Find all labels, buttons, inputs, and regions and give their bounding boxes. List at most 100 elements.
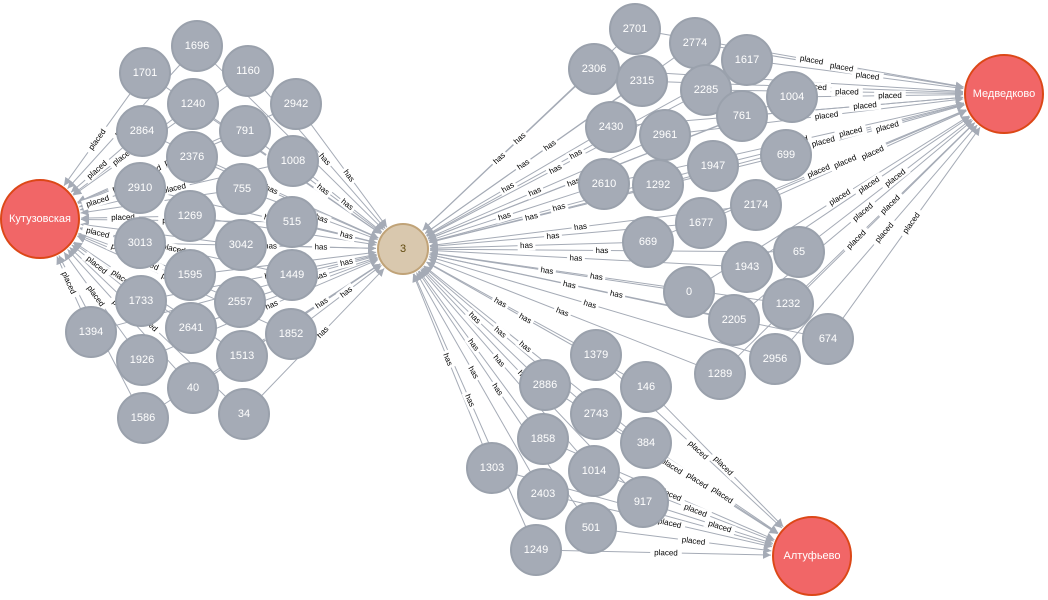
- node-1696[interactable]: 1696: [171, 20, 223, 72]
- node-2701[interactable]: 2701: [609, 3, 661, 55]
- node-674[interactable]: 674: [802, 313, 854, 365]
- node-791[interactable]: 791: [219, 105, 271, 157]
- node-1292[interactable]: 1292: [632, 159, 684, 211]
- node-2430[interactable]: 2430: [585, 101, 637, 153]
- node-1004[interactable]: 1004: [766, 71, 818, 123]
- node-34[interactable]: 34: [218, 388, 270, 440]
- svg-text:has: has: [540, 265, 554, 276]
- node-2743[interactable]: 2743: [570, 388, 622, 440]
- node-1014[interactable]: 1014: [568, 445, 620, 497]
- node-3042[interactable]: 3042: [215, 219, 267, 271]
- node-1586[interactable]: 1586: [117, 392, 169, 444]
- svg-text:has: has: [520, 241, 533, 250]
- node-755[interactable]: 755: [216, 163, 268, 215]
- node-2961[interactable]: 2961: [639, 109, 691, 161]
- node-2205[interactable]: 2205: [708, 294, 760, 346]
- node-2864[interactable]: 2864: [116, 105, 168, 157]
- node-1269[interactable]: 1269: [164, 190, 216, 242]
- hub-node[interactable]: 3: [377, 223, 429, 275]
- node-146[interactable]: 146: [620, 361, 672, 413]
- has-2610-edge-label: has: [494, 208, 515, 224]
- node-515[interactable]: 515: [266, 196, 318, 248]
- node-917[interactable]: 917: [617, 476, 669, 528]
- node-1677[interactable]: 1677: [675, 197, 727, 249]
- has-2942-edge-label: has: [339, 165, 359, 186]
- node-2774[interactable]: 2774: [669, 17, 721, 69]
- node-1303[interactable]: 1303: [466, 442, 518, 494]
- station-node-kutuzovskaya[interactable]: Кутузовская: [0, 179, 80, 259]
- placed-2774-edge-label: placed: [825, 59, 859, 75]
- node-1733[interactable]: 1733: [115, 275, 167, 327]
- node-2886[interactable]: 2886: [519, 359, 571, 411]
- node-2306[interactable]: 2306: [568, 43, 620, 95]
- node-2610[interactable]: 2610: [578, 158, 630, 210]
- node-3013[interactable]: 3013: [114, 217, 166, 269]
- node-1852[interactable]: 1852: [265, 308, 317, 360]
- has-2961-edge-label: has: [524, 183, 546, 200]
- node-699[interactable]: 699: [760, 129, 812, 181]
- node-384[interactable]: 384: [620, 417, 672, 469]
- node-2376[interactable]: 2376: [166, 131, 218, 183]
- node-1513[interactable]: 1513: [216, 330, 268, 382]
- node-2956[interactable]: 2956: [749, 333, 801, 385]
- node-1289[interactable]: 1289: [694, 348, 746, 400]
- svg-text:placed: placed: [85, 193, 110, 209]
- svg-text:placed: placed: [851, 201, 875, 223]
- node-2641[interactable]: 2641: [165, 302, 217, 354]
- has-2403-edge-label: has: [464, 362, 483, 383]
- node-761[interactable]: 761: [716, 90, 768, 142]
- svg-text:placed: placed: [686, 439, 709, 462]
- station-node-medvedkovo[interactable]: Медведково: [964, 54, 1044, 134]
- node-1449[interactable]: 1449: [266, 249, 318, 301]
- svg-text:has: has: [562, 279, 577, 291]
- svg-text:placed: placed: [814, 110, 838, 122]
- node-1617[interactable]: 1617: [721, 34, 773, 86]
- svg-text:has: has: [574, 222, 588, 233]
- node-501[interactable]: 501: [565, 502, 617, 554]
- placed-1008-edge-label: placed: [157, 179, 191, 197]
- node-2315[interactable]: 2315: [616, 55, 668, 107]
- svg-text:has: has: [546, 231, 560, 241]
- node-1160[interactable]: 1160: [222, 45, 274, 97]
- has-2285-edge-label: has: [545, 160, 566, 178]
- svg-text:has: has: [596, 246, 609, 255]
- has-1943-edge-label: has: [566, 252, 586, 264]
- node-2942[interactable]: 2942: [270, 78, 322, 130]
- node-65[interactable]: 65: [773, 226, 825, 278]
- node-1249[interactable]: 1249: [510, 524, 562, 576]
- station-node-altufyevo[interactable]: Алтуфьево: [772, 516, 852, 596]
- node-40[interactable]: 40: [167, 362, 219, 414]
- node-1943[interactable]: 1943: [721, 241, 773, 293]
- node-1379[interactable]: 1379: [570, 329, 622, 381]
- has-2743-edge-label: has: [490, 322, 511, 342]
- node-1394[interactable]: 1394: [65, 306, 117, 358]
- has-791-edge-label: has: [313, 180, 334, 199]
- svg-text:placed: placed: [833, 153, 858, 171]
- node-1858[interactable]: 1858: [517, 413, 569, 465]
- svg-text:placed: placed: [855, 70, 880, 82]
- placed-1289-edge-label: placed: [841, 224, 872, 255]
- node-1240[interactable]: 1240: [167, 78, 219, 130]
- placed-1617-edge-label: placed: [851, 68, 884, 83]
- node-0[interactable]: 0: [663, 266, 715, 318]
- node-2174[interactable]: 2174: [730, 179, 782, 231]
- node-2910[interactable]: 2910: [114, 162, 166, 214]
- placed-1394-edge-label: placed: [57, 266, 80, 300]
- node-1232[interactable]: 1232: [762, 278, 814, 330]
- placed-2285-edge-label: placed: [831, 86, 863, 98]
- node-1701[interactable]: 1701: [119, 47, 171, 99]
- node-1926[interactable]: 1926: [116, 334, 168, 386]
- node-2403[interactable]: 2403: [517, 468, 569, 520]
- node-669[interactable]: 669: [622, 216, 674, 268]
- placed-1701-edge-label: placed: [83, 123, 111, 156]
- has-1249-edge-label: has: [461, 390, 479, 411]
- node-2557[interactable]: 2557: [214, 276, 266, 328]
- node-1947[interactable]: 1947: [687, 140, 739, 192]
- node-1595[interactable]: 1595: [164, 249, 216, 301]
- has-501-edge-label: has: [488, 379, 507, 400]
- node-1008[interactable]: 1008: [267, 135, 319, 187]
- svg-text:placed: placed: [60, 270, 78, 295]
- svg-text:placed: placed: [85, 284, 106, 308]
